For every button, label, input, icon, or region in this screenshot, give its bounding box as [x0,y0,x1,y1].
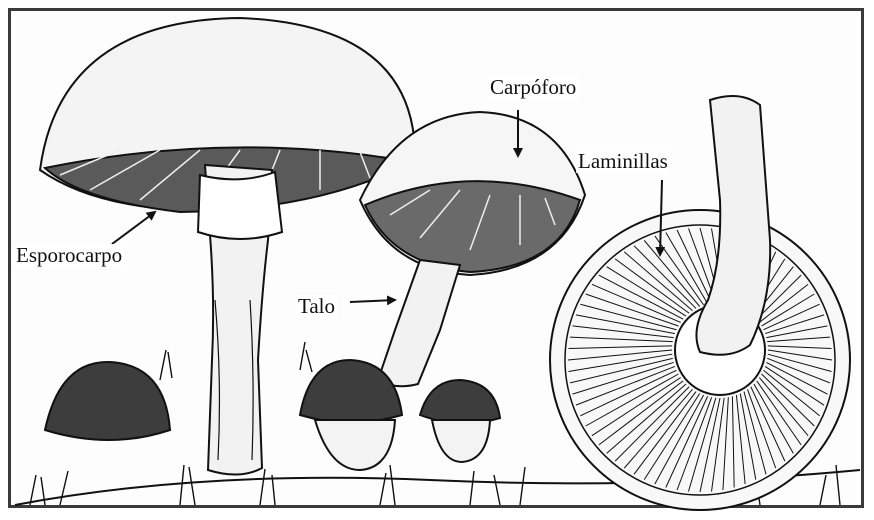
label-carpoforo: Carpóforo [488,76,578,99]
button-mushrooms [45,360,500,470]
label-talo: Talo [296,295,337,318]
label-esporocarpo: Esporocarpo [14,244,124,267]
arrow-talo [350,300,395,302]
arrow-esporocarpo [112,212,155,244]
label-laminillas: Laminillas [576,150,670,173]
